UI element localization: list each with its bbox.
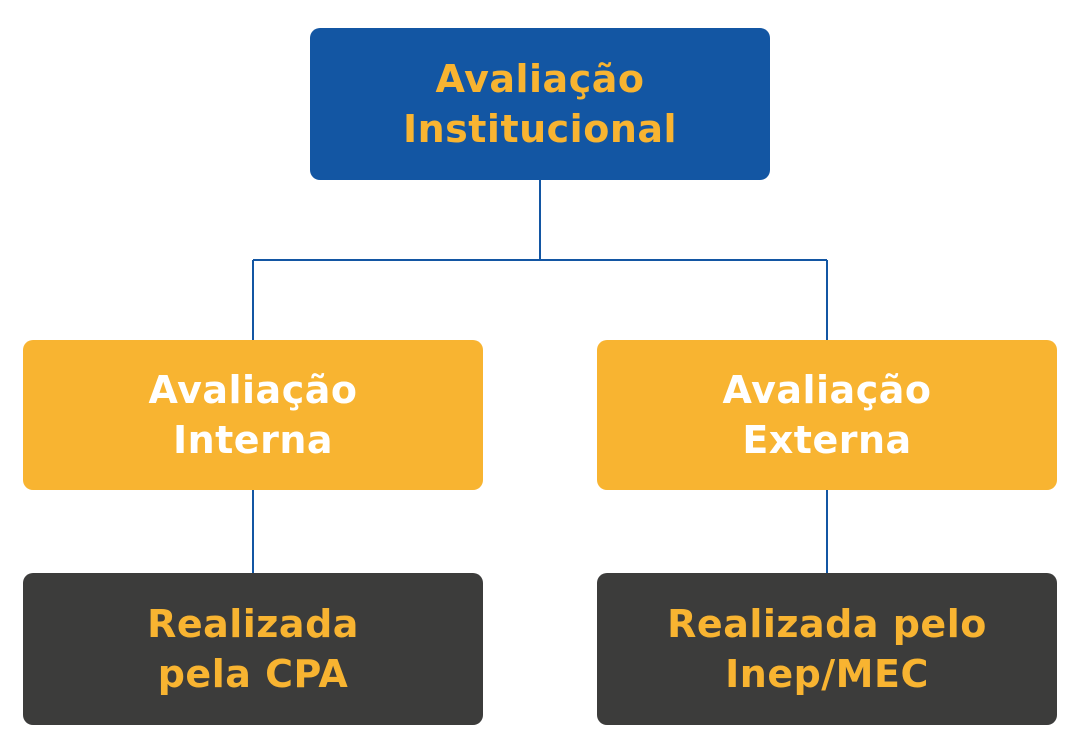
node-internal-detail-line1: Realizada [147,602,359,646]
node-external-detail: Realizada pelo Inep/MEC [597,573,1057,725]
node-institutional-line1: Avaliação [435,57,645,101]
node-external-evaluation: Avaliação Externa [597,340,1057,490]
node-institutional-evaluation: Avaliação Institucional [310,28,770,180]
node-institutional-line2: Institucional [402,107,678,151]
node-internal-detail: Realizada pela CPA [23,573,483,725]
node-internal-line2: Interna [172,418,334,462]
node-internal-line1: Avaliação [148,368,358,412]
node-external-detail-line1: Realizada pelo [667,602,987,646]
node-external-detail-line2: Inep/MEC [725,652,929,696]
node-internal-detail-line2: pela CPA [157,652,349,696]
node-external-line2: Externa [742,418,912,462]
node-external-line1: Avaliação [722,368,932,412]
node-internal-evaluation: Avaliação Interna [23,340,483,490]
